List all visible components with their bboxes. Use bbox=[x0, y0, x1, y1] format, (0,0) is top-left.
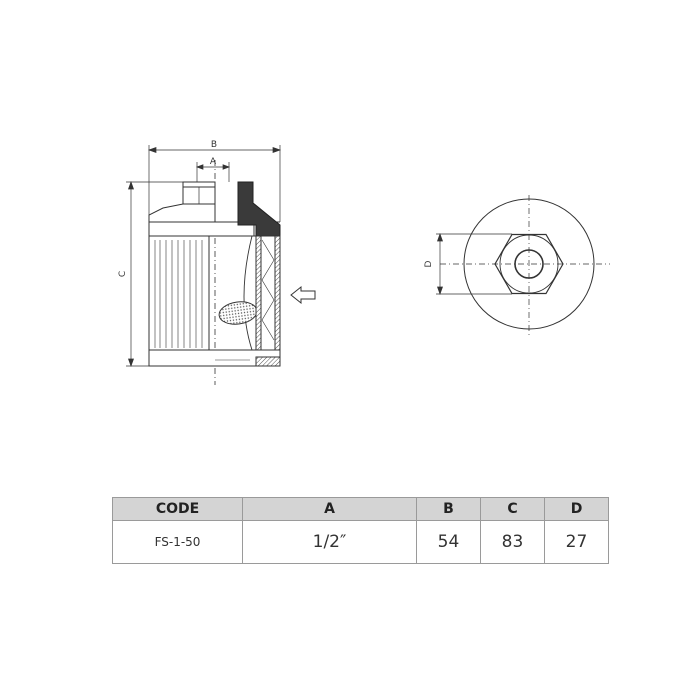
cell-a: 1/2″ bbox=[242, 520, 417, 564]
technical-drawing: B A C D bbox=[118, 140, 610, 385]
inner-core-curve bbox=[243, 235, 253, 351]
header-c: C bbox=[480, 497, 545, 521]
dimension-d bbox=[436, 232, 512, 296]
nut-circle bbox=[499, 234, 559, 294]
filter-top-view bbox=[440, 195, 610, 335]
dim-label-b: B bbox=[211, 140, 217, 150]
header-code: CODE bbox=[112, 497, 243, 521]
bore-circle bbox=[514, 249, 544, 279]
dim-label-a: A bbox=[210, 157, 217, 167]
cell-d: 27 bbox=[544, 520, 609, 564]
header-b: B bbox=[416, 497, 481, 521]
cell-c: 83 bbox=[480, 520, 545, 564]
pleated-element bbox=[148, 235, 210, 351]
outer-circle bbox=[463, 198, 595, 330]
table-row: FS-1-50 1/2″ 54 83 27 bbox=[112, 520, 609, 564]
spec-table: CODE A B C D FS-1-50 1/2″ 54 83 27 bbox=[112, 497, 609, 564]
header-d: D bbox=[544, 497, 609, 521]
filter-side-view bbox=[148, 160, 281, 385]
dimension-lines bbox=[126, 145, 282, 368]
table-header-row: CODE A B C D bbox=[112, 497, 609, 521]
header-a: A bbox=[242, 497, 417, 521]
cell-b: 54 bbox=[416, 520, 481, 564]
hex-nut bbox=[494, 233, 564, 295]
top-cap bbox=[148, 203, 216, 223]
dim-label-d: D bbox=[424, 260, 434, 267]
dim-label-c: C bbox=[118, 271, 128, 277]
pleats bbox=[154, 240, 203, 348]
cell-code: FS-1-50 bbox=[112, 520, 243, 564]
mesh-window bbox=[218, 301, 258, 325]
flow-arrow bbox=[290, 285, 316, 305]
